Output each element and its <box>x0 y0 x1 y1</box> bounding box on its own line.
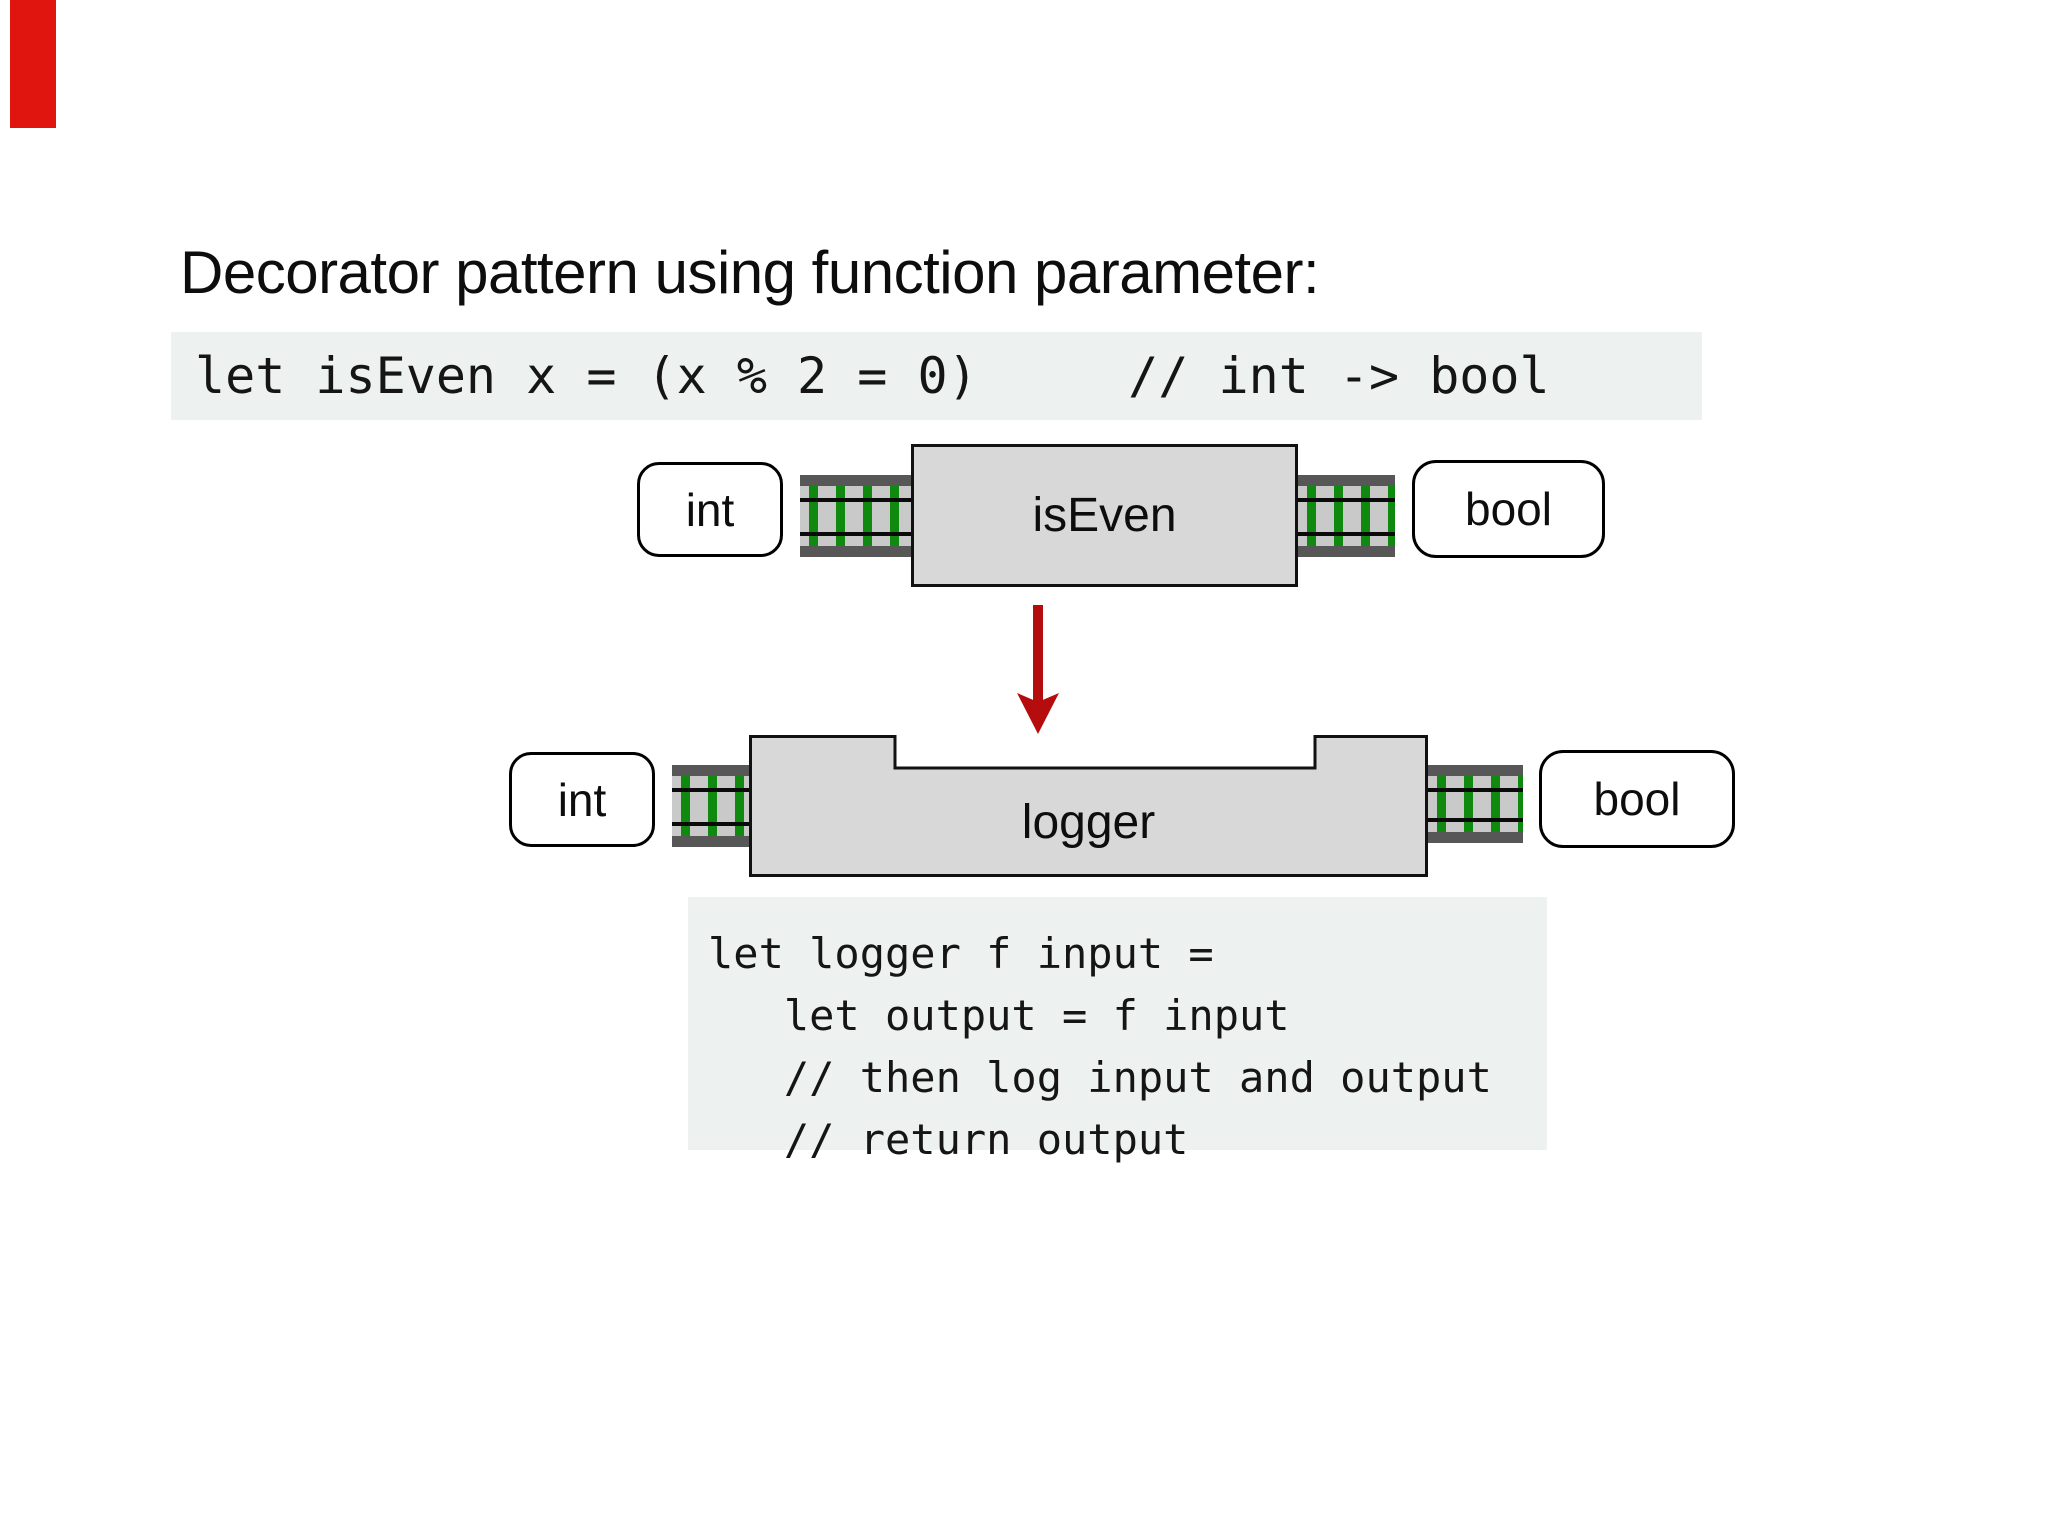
rail-line <box>672 822 750 826</box>
slide-title: Decorator pattern using function paramet… <box>180 239 1320 306</box>
railway-track-icon <box>800 475 912 557</box>
input-type-box-logger: int <box>509 752 655 847</box>
rail-line <box>800 532 912 536</box>
function-box-logger-shape <box>749 735 1428 877</box>
rail-line <box>1298 532 1395 536</box>
output-type-box-logger: bool <box>1539 750 1735 848</box>
function-box-logger-label: logger <box>1021 796 1156 849</box>
railway-track-icon <box>672 765 750 847</box>
code-snippet-isEven: let isEven x = (x % 2 = 0) // int -> boo… <box>171 332 1702 420</box>
railway-track-icon <box>1298 475 1395 557</box>
down-arrow-icon <box>1017 605 1059 734</box>
rail-line <box>800 498 912 502</box>
output-type-box-isEven: bool <box>1412 460 1605 558</box>
rail-line <box>1298 498 1395 502</box>
function-box-isEven: isEven <box>911 444 1298 587</box>
code-snippet-logger: let logger f input = let output = f inpu… <box>688 897 1547 1164</box>
rail-line <box>1428 818 1523 822</box>
input-type-box-isEven: int <box>637 462 783 557</box>
corner-ribbon <box>10 0 56 128</box>
railway-track-icon <box>1428 765 1523 843</box>
rail-line <box>672 788 750 792</box>
rail-line <box>1428 788 1523 792</box>
